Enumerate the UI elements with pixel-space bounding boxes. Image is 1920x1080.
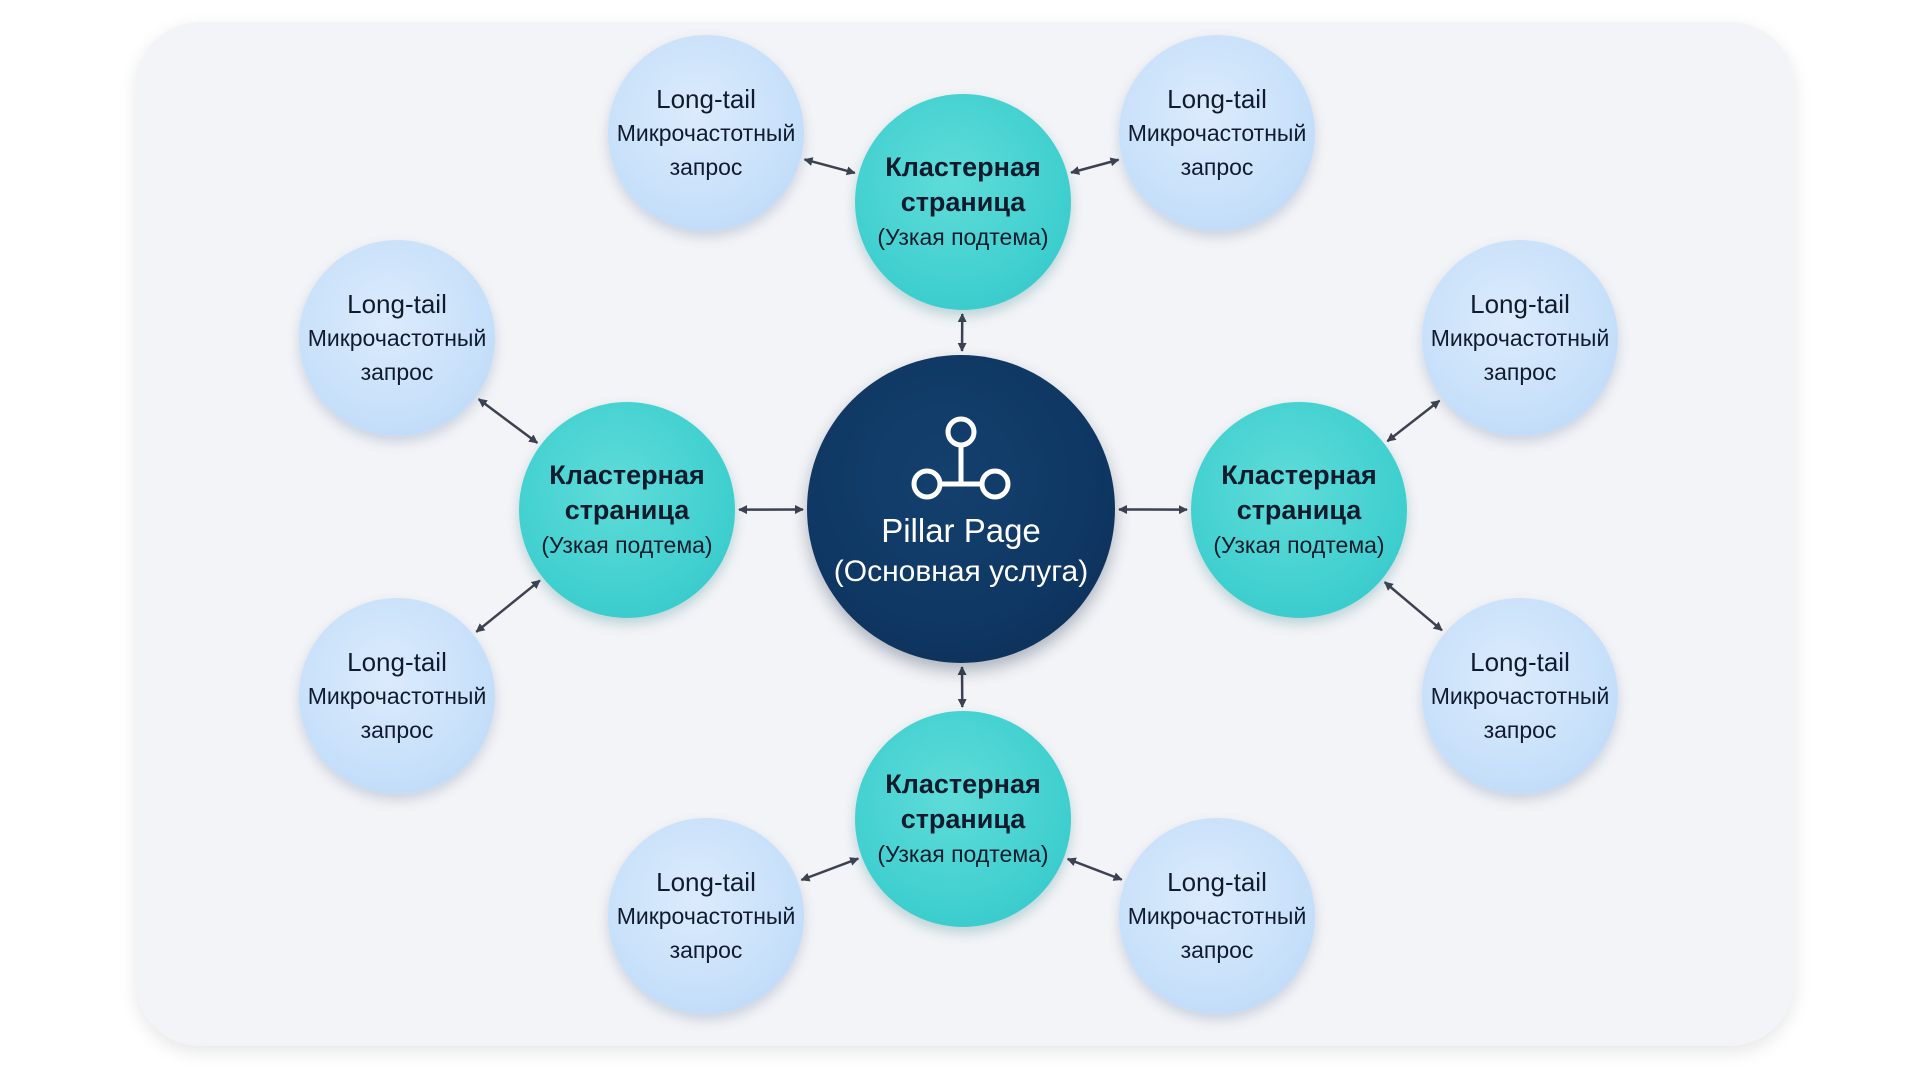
cluster-label-line1: Кластерная [1221,460,1377,490]
cluster-label-line3: (Узкая подтема) [541,532,713,558]
connector-arrow [477,398,539,444]
connector-arrow [1070,157,1120,175]
connector-arrow [1383,581,1443,632]
cluster-label-line3: (Узкая подтема) [1213,532,1385,558]
longtail-label-line2: Микрочастотный [616,120,796,146]
cluster-label-line3: (Узкая подтема) [877,841,1049,867]
cluster-label-line2: страница [900,804,1026,834]
longtail-label-line2: Микрочастотный [1127,120,1307,146]
cluster-node-bottom: Кластерная страница (Узкая подтема) [855,711,1071,927]
longtail-label-line3: запрос [360,359,434,385]
longtail-label-line3: запрос [669,937,743,963]
pillar-subtitle: (Основная услуга) [833,555,1089,588]
longtail-label-line3: запрос [669,154,743,180]
longtail-label-line3: запрос [1483,359,1557,385]
longtail-node-top-left: Long-tail Микрочастотный запрос [608,35,804,231]
longtail-node-top-right: Long-tail Микрочастотный запрос [1119,35,1315,231]
longtail-node-left-upper: Long-tail Микрочастотный запрос [299,240,495,436]
pillar-page-node: Pillar Page (Основная услуга) [807,355,1115,663]
cluster-label-line1: Кластерная [549,460,705,490]
longtail-label-line2: Микрочастотный [1430,325,1610,351]
longtail-label-line2: Микрочастотный [1430,683,1610,709]
longtail-label-line2: Микрочастотный [307,325,487,351]
longtail-label-line3: запрос [1180,154,1254,180]
cluster-label-line2: страница [1236,495,1362,525]
longtail-label-line2: Микрочастотный [307,683,487,709]
longtail-label-line1: Long-tail [347,289,447,319]
pillar-title: Pillar Page [881,512,1041,549]
longtail-label-line2: Микрочастотный [1127,903,1307,929]
longtail-label-line1: Long-tail [347,647,447,677]
connector-arrow [803,157,856,176]
cluster-node-top: Кластерная страница (Узкая подтема) [855,94,1071,310]
hub-network-icon [911,416,1011,500]
cluster-label-line2: страница [900,187,1026,217]
longtail-node-right-upper: Long-tail Микрочастотный запрос [1422,240,1618,436]
cluster-label-line1: Кластерная [885,769,1041,799]
connector-arrow [1386,399,1441,443]
longtail-node-bottom-left: Long-tail Микрочастотный запрос [608,818,804,1014]
cluster-label-line3: (Узкая подтема) [877,224,1049,250]
cluster-node-left: Кластерная страница (Узкая подтема) [519,402,735,618]
longtail-label-line2: Микрочастотный [616,903,796,929]
longtail-label-line1: Long-tail [1167,84,1267,114]
longtail-node-bottom-right: Long-tail Микрочастотный запрос [1119,818,1315,1014]
longtail-label-line1: Long-tail [656,867,756,897]
longtail-label-line1: Long-tail [1167,867,1267,897]
cluster-label-line2: страница [564,495,690,525]
longtail-label-line3: запрос [360,717,434,743]
longtail-label-line3: запрос [1180,937,1254,963]
longtail-label-line1: Long-tail [656,84,756,114]
longtail-label-line1: Long-tail [1470,289,1570,319]
cluster-node-right: Кластерная страница (Узкая подтема) [1191,402,1407,618]
cluster-label-line1: Кластерная [885,152,1041,182]
connector-arrow [1066,857,1123,881]
connector-arrow [800,857,860,882]
longtail-label-line3: запрос [1483,717,1557,743]
longtail-node-left-lower: Long-tail Микрочастотный запрос [299,598,495,794]
longtail-node-right-lower: Long-tail Микрочастотный запрос [1422,598,1618,794]
connector-arrow [475,579,541,633]
longtail-label-line1: Long-tail [1470,647,1570,677]
